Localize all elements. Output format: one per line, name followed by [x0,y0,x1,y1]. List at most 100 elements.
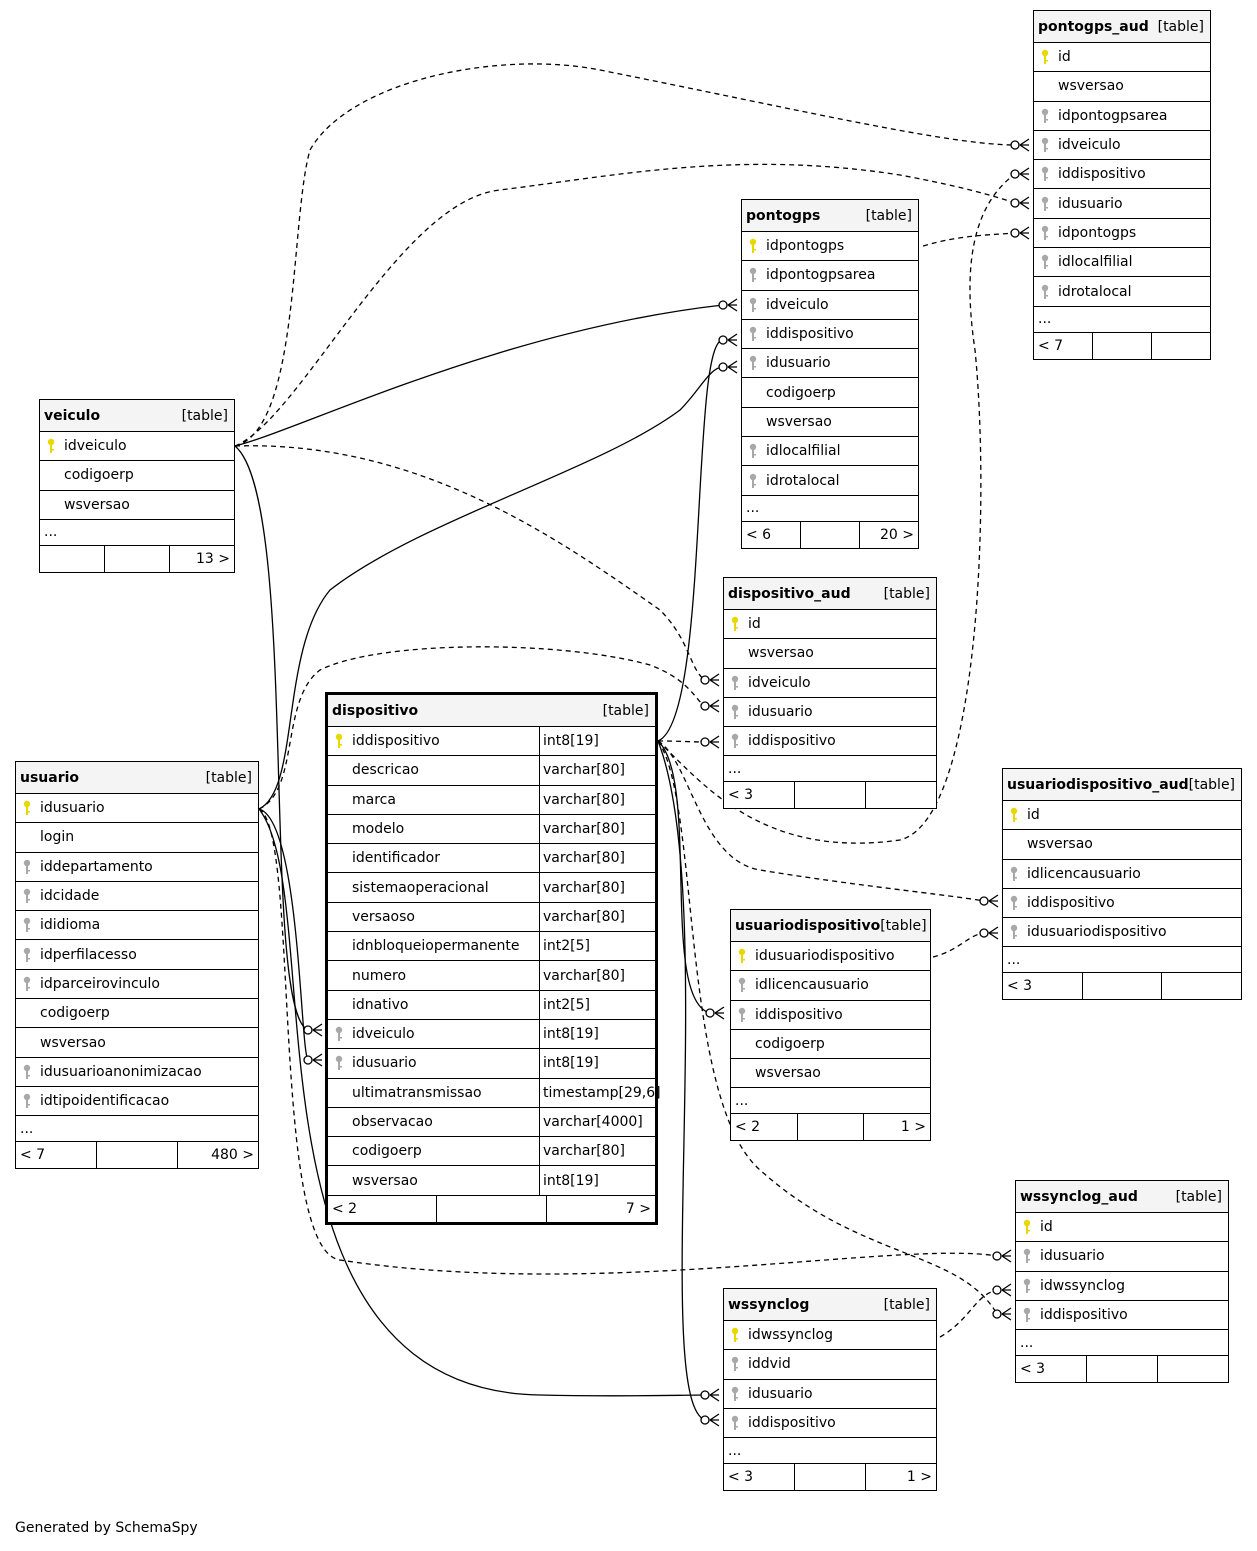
column-row[interactable]: iddispositivo [1034,160,1210,190]
column-row[interactable]: idusuariodispositivo [731,942,930,972]
foreign-key-icon [23,976,31,992]
column-name: idusuario [1058,195,1123,212]
column-row[interactable]: idveiculo [1034,131,1210,161]
foreign-key-icon [1023,1307,1031,1323]
foreign-key-icon [749,267,757,283]
table-usuariodispositivo[interactable]: usuariodispositivo[table]idusuariodispos… [730,909,931,1142]
column-row[interactable]: id [1003,801,1241,831]
column-row[interactable]: iddispositivo [742,320,918,350]
zero-many-marker [718,362,728,372]
column-row[interactable]: id [1016,1213,1228,1243]
column-row[interactable]: iddispositivo [1003,889,1241,919]
foreign-key-icon [749,297,757,313]
column-row[interactable]: wsversao [1003,830,1241,860]
column-row[interactable]: codigoerp [16,999,258,1029]
column-row[interactable]: iddispositivo [731,1001,930,1030]
children-count: 13 > [196,550,230,567]
column-row[interactable]: idperfilacesso [16,940,258,970]
column-row[interactable]: idveiculo [742,291,918,320]
column-row[interactable]: idwssynclog [724,1321,936,1351]
primary-key-icon [335,733,343,749]
column-row[interactable]: idlocalfilial [742,437,918,467]
column-row[interactable]: idcidade [16,882,258,912]
column-row[interactable]: idusuario [1034,189,1210,219]
column-row[interactable]: iddispositivo [1016,1301,1228,1331]
column-row[interactable]: idpontogpsarea [1034,102,1210,131]
column-row[interactable]: codigoerp [731,1030,930,1060]
column-row[interactable]: idlicencausuario [731,971,930,1001]
column-row[interactable]: idusuario [724,1380,936,1409]
column-row[interactable]: wsversao [731,1059,930,1089]
foreign-key-icon [1041,166,1049,182]
column-row[interactable]: idpontogps [1034,219,1210,249]
column-row[interactable]: idparceirovinculo [16,970,258,1000]
column-row[interactable]: login [16,823,258,853]
column-row[interactable]: idveiculo [724,669,936,698]
column-row[interactable]: idlocalfilial [1034,248,1210,278]
column-row[interactable]: codigoerp [40,461,234,491]
column-name: idusuario [1040,1248,1105,1265]
column-row[interactable]: idwssynclog [1016,1272,1228,1301]
column-name: idperfilacesso [40,946,137,963]
column-row[interactable]: id [724,610,936,640]
column-row[interactable]: wsversao [16,1028,258,1058]
column-row[interactable]: idusuariodispositivo [1003,918,1241,948]
column-row[interactable]: idveiculo [40,432,234,462]
column-row[interactable]: iddepartamento [16,853,258,882]
column-row[interactable]: idusuario [16,794,258,824]
column-row[interactable]: idrotalocal [742,466,918,496]
column-row[interactable]: idpontogps [742,232,918,262]
column-key-slot [724,1380,746,1408]
column-row[interactable]: iddvid [724,1350,936,1380]
column-row[interactable]: wsversao [724,639,936,669]
column-row[interactable]: idtipoidentificacao [16,1087,258,1117]
column-row[interactable]: idrotalocal [1034,277,1210,307]
foreign-key-icon [731,1356,739,1372]
column-row[interactable]: wsversao [1034,72,1210,102]
more-columns: ... [40,520,234,546]
column-row[interactable]: iddispositivo [724,1409,936,1439]
foreign-key-icon [1041,284,1049,300]
column-row[interactable]: wsversao [742,408,918,438]
column-row[interactable]: idusuario [742,349,918,379]
column-row[interactable]: idusuario [1016,1242,1228,1272]
column-row[interactable]: id [1034,43,1210,73]
column-row[interactable]: iddispositivo [724,727,936,757]
column-row[interactable]: idusuario [724,698,936,728]
column-row[interactable]: codigoerp [742,378,918,408]
column-name: ultimatransmissao [352,1084,482,1101]
column-type: varchar[80] [539,756,655,785]
column-row[interactable]: idusuarioanonimizacao [16,1058,258,1087]
column-row[interactable]: ididioma [16,911,258,941]
column-row[interactable]: idpontogpsarea [742,261,918,291]
foreign-key-icon [1041,137,1049,153]
column-row[interactable]: wsversao [40,491,234,520]
column-row[interactable]: idlicencausuario [1003,860,1241,889]
column-name: idrotalocal [766,472,840,489]
